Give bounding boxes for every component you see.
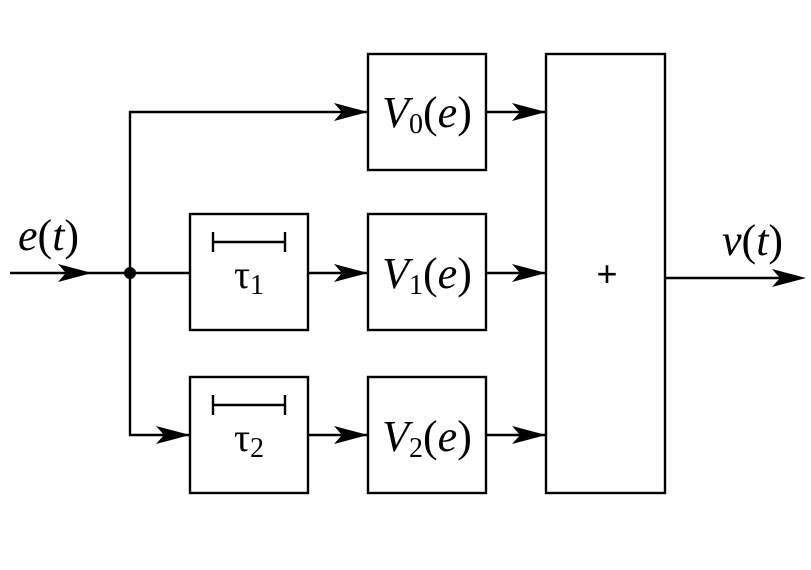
- summer-block: [544, 52, 667, 495]
- delay-bracket-2: [211, 395, 287, 415]
- input-label: e(t): [18, 211, 79, 260]
- delay-label-2: τ2: [234, 415, 264, 464]
- arrowhead-summer-in-2: [512, 426, 546, 444]
- kernel-label-0: V0(e): [382, 88, 472, 140]
- delay-block-1: [188, 212, 310, 332]
- arrowhead-to-kernel1: [334, 264, 368, 282]
- arrowhead-to-kernel0: [334, 103, 368, 121]
- branch-wire-top: [128, 110, 368, 273]
- kernel-label-2: V2(e): [382, 412, 472, 464]
- arrowhead-to-delay2: [156, 426, 190, 444]
- kernel-block-0: [366, 52, 488, 172]
- junction-dot: [124, 267, 136, 279]
- arrowhead-to-kernel2: [334, 426, 368, 444]
- delay-bracket-1: [211, 232, 287, 252]
- summer-plus-symbol: +: [596, 253, 617, 294]
- arrowhead-summer-in-1: [512, 264, 546, 282]
- delay-block-2: [188, 375, 310, 495]
- output-label: v(t): [722, 216, 783, 265]
- delay-label-1: τ1: [234, 252, 264, 301]
- output-arrowhead: [772, 269, 806, 287]
- kernel-label-1: V1(e): [382, 249, 472, 301]
- kernel-block-2: [366, 375, 488, 495]
- arrowhead-summer-in-0: [512, 103, 546, 121]
- kernel-block-1: [366, 212, 488, 332]
- input-arrowhead: [58, 264, 92, 282]
- branch-wire-bottom: [128, 273, 190, 437]
